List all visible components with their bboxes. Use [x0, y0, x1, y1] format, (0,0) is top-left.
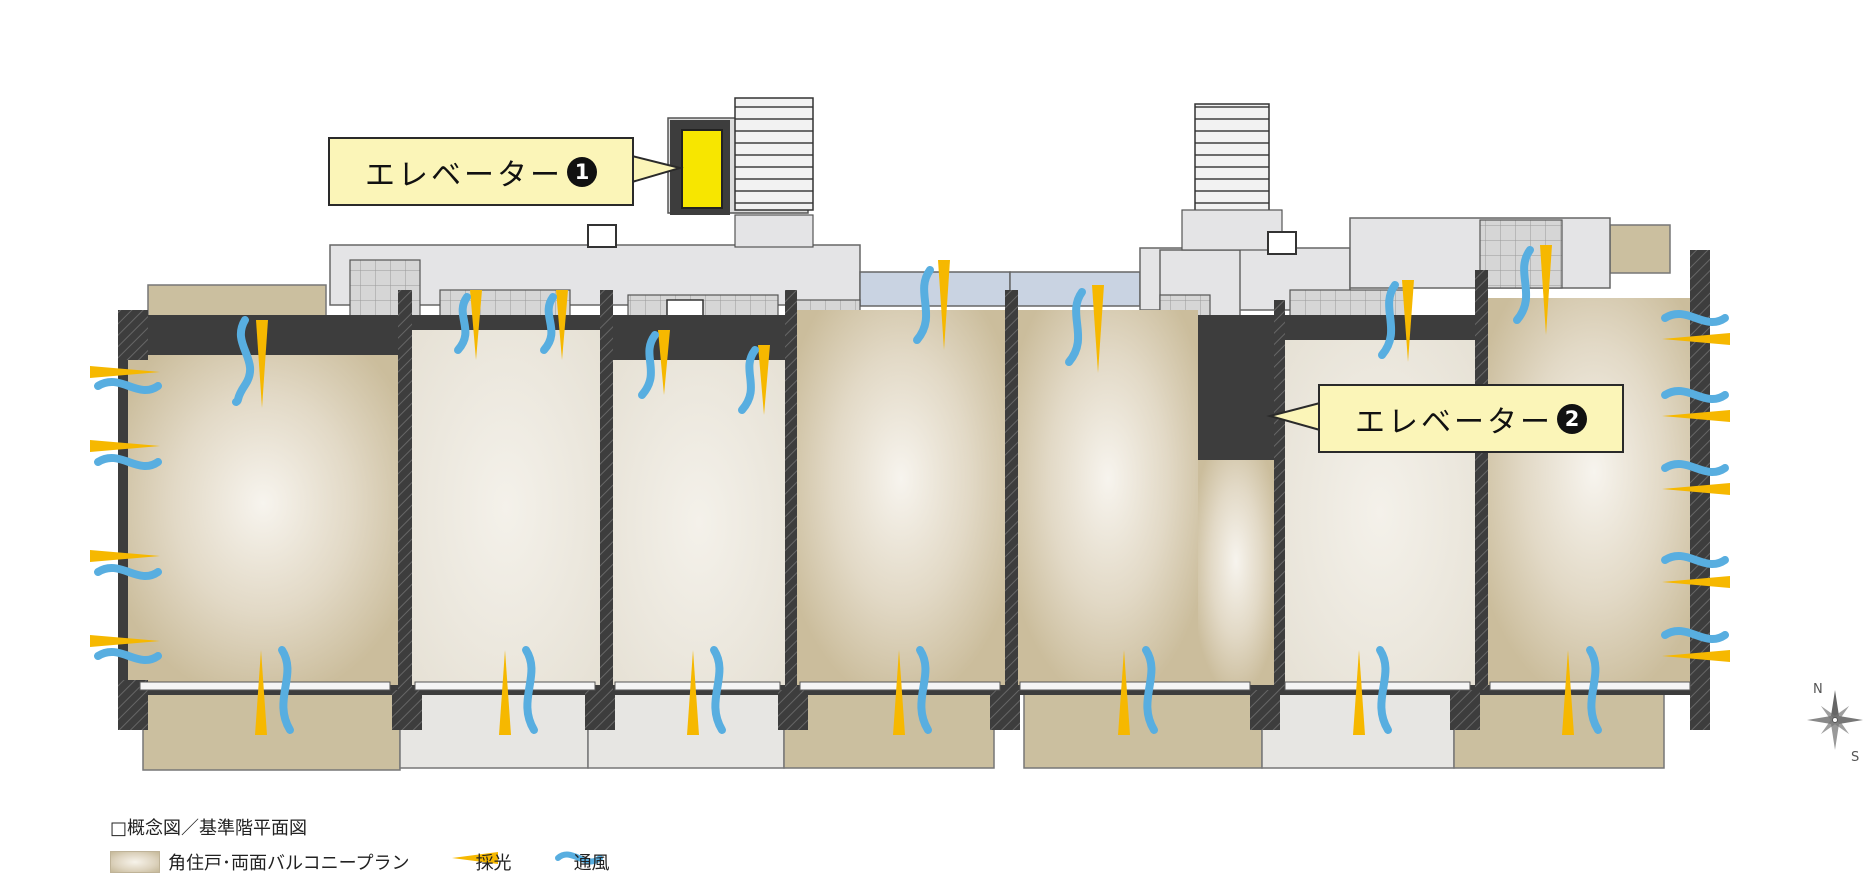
elevator-1-label: エレベーター — [365, 157, 563, 193]
wind-arrow — [1376, 646, 1392, 734]
units — [128, 298, 1700, 685]
legend-light-icon — [452, 852, 498, 864]
wind-arrow — [1661, 551, 1729, 569]
wind-arrow — [1513, 246, 1534, 324]
light-arrow — [1662, 333, 1730, 345]
wind-arrow — [522, 646, 538, 734]
balcony-east — [1609, 224, 1671, 274]
unit-2 — [412, 330, 600, 685]
light-arrow — [1662, 650, 1730, 662]
light-arrow — [90, 550, 160, 562]
wind-arrow — [94, 377, 162, 395]
wind-arrow — [1661, 626, 1729, 644]
light-arrow — [938, 260, 950, 350]
legend-corner-unit: 角住戸･両面バルコニープラン — [168, 853, 410, 874]
light-arrow — [687, 650, 699, 735]
elevator-1-callout: エレベーター 1 — [328, 137, 634, 206]
wind-arrow — [1661, 309, 1729, 327]
wind-arrow — [638, 331, 659, 399]
light-arrow — [256, 320, 268, 408]
light-arrow — [255, 650, 267, 735]
light-arrow — [1662, 576, 1730, 588]
elevator-1-number: 1 — [567, 156, 597, 187]
stair-core-2 — [1181, 103, 1297, 255]
light-arrow — [556, 290, 568, 360]
light-arrow — [1540, 245, 1552, 335]
legend-row: 角住戸･両面バルコニープラン 採光 通風 — [110, 849, 610, 875]
light-arrow — [1402, 280, 1414, 362]
light-arrow — [1562, 650, 1574, 735]
balcony-south-4 — [783, 689, 995, 769]
wind-arrow — [94, 453, 162, 471]
balconies — [142, 224, 1671, 771]
compass-icon — [1807, 690, 1863, 750]
wind-arrow — [1065, 288, 1086, 366]
legend-wind-icon — [555, 851, 603, 865]
unit-5 — [1018, 310, 1198, 685]
balcony-south-7 — [1453, 689, 1665, 769]
legend-wind-label: 通風 — [573, 853, 610, 874]
compass-south: S — [1851, 750, 1860, 765]
light-arrow — [90, 366, 160, 378]
unit-1-corner — [128, 355, 398, 685]
unit-5b — [1198, 460, 1274, 685]
wind-arrow — [710, 646, 726, 734]
wind-arrow — [1661, 459, 1729, 477]
elevator-2-callout: エレベーター 2 — [1318, 384, 1624, 453]
light-arrow — [1662, 410, 1730, 422]
wind-arrow — [1661, 386, 1729, 404]
wind-arrow — [913, 266, 934, 344]
unit-4 — [797, 310, 1005, 685]
elevator-1 — [670, 120, 730, 215]
wind-arrow — [454, 293, 471, 354]
wind-arrow — [1378, 281, 1399, 359]
light-arrow — [499, 650, 511, 735]
balcony-south-5 — [1023, 689, 1263, 769]
wind-arrow — [94, 647, 162, 665]
unit-3 — [613, 360, 785, 685]
light-arrow — [1118, 650, 1130, 735]
wind-arrow — [1586, 646, 1602, 734]
unit-7-corner — [1488, 298, 1700, 685]
windows — [139, 681, 1691, 691]
light-arrow — [1662, 483, 1730, 495]
balcony-south-1 — [142, 689, 401, 771]
legend-title: □概念図／基準階平面図 — [110, 818, 308, 839]
light-arrow — [658, 330, 670, 395]
wind-arrow — [540, 293, 557, 354]
wind-arrow — [1142, 646, 1158, 734]
balcony-south-2 — [399, 689, 589, 769]
wind-arrow — [916, 646, 932, 734]
light-arrow — [893, 650, 905, 735]
wind-arrows — [94, 246, 1729, 734]
wind-arrow — [232, 316, 255, 406]
light-arrow — [470, 290, 482, 360]
wind-arrow — [94, 563, 162, 581]
elevator-2-number: 2 — [1557, 403, 1587, 434]
compass-north: N — [1813, 682, 1823, 697]
balcony-south-3 — [587, 689, 785, 769]
light-arrow — [90, 635, 160, 647]
elevator-2-label: エレベーター — [1355, 404, 1553, 440]
light-arrow — [90, 440, 160, 452]
light-arrows — [90, 245, 1730, 735]
legend-light-label: 採光 — [475, 853, 512, 874]
light-arrow — [1353, 650, 1365, 735]
wind-arrow — [738, 346, 759, 414]
wind-arrow — [278, 646, 294, 734]
light-arrow — [758, 345, 770, 415]
compass-rose: N S — [1805, 678, 1865, 772]
legend-corner-swatch — [110, 851, 160, 873]
light-arrow — [1092, 285, 1104, 373]
